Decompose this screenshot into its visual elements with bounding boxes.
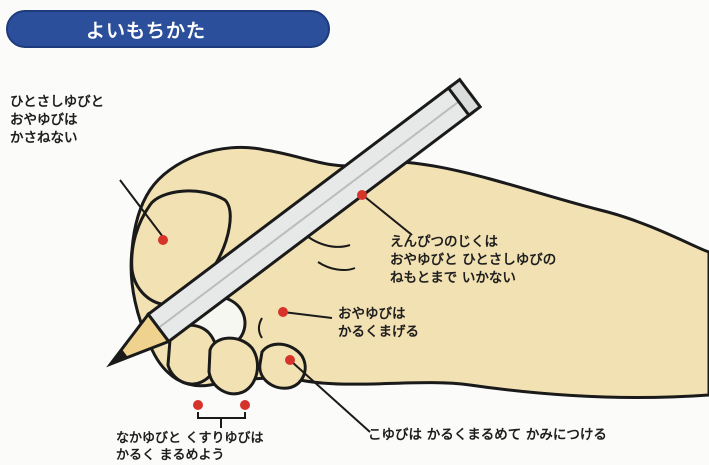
ring-finger <box>209 338 258 394</box>
page-title: よいもちかた <box>86 16 206 43</box>
marker-dot <box>285 355 295 365</box>
pinky-finger <box>260 344 305 388</box>
note-thumb-curl: おやゆびは かるくまげる <box>338 306 419 342</box>
note-index-thumb: ひとさしゆびと おやゆびは かさねない <box>10 94 104 147</box>
note-pinky: こゆびは かるくまるめて かみにつける <box>368 427 607 445</box>
marker-dot <box>278 307 288 317</box>
title-banner: よいもちかた <box>6 10 330 48</box>
note-pencil-axis: えんぴつのじくは おやゆびと ひとさしゆびの ねもとまで いかない <box>390 234 556 287</box>
note-middle-ring: なかゆびと くすりゆびは かるく まるめよう <box>116 430 264 464</box>
marker-dot <box>158 235 168 245</box>
marker-dot <box>193 400 203 410</box>
marker-dot <box>240 400 250 410</box>
marker-dot <box>357 190 367 200</box>
